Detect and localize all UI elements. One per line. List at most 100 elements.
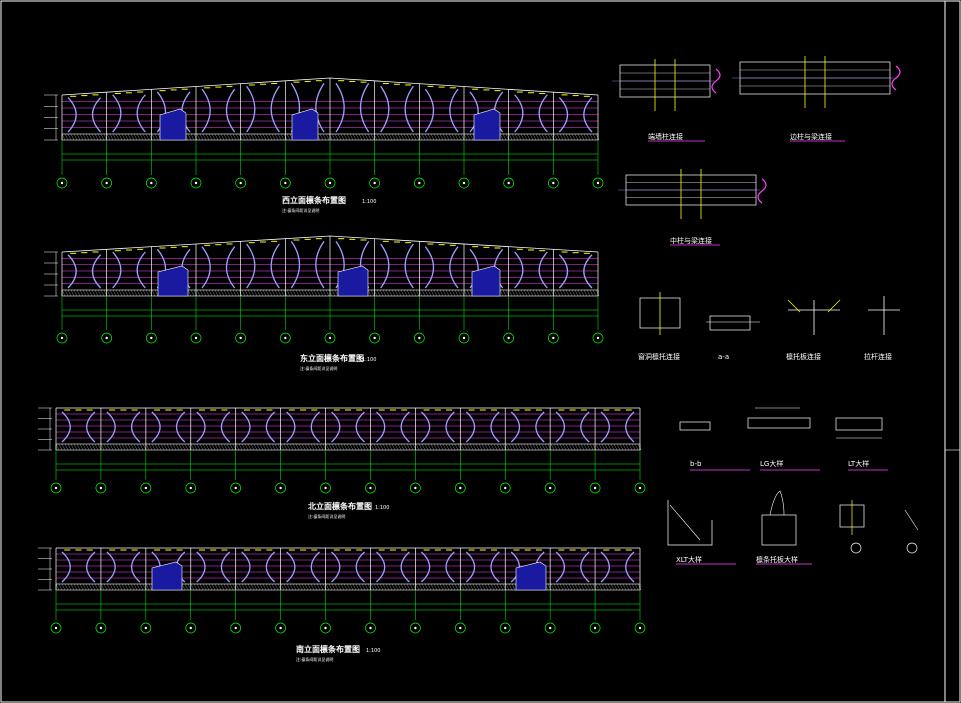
base-hatch [553, 583, 558, 591]
base-hatch [154, 133, 159, 141]
base-hatch [304, 443, 309, 451]
base-hatch [337, 583, 342, 591]
base-hatch [274, 289, 279, 297]
elevation-east [44, 235, 604, 344]
axis-bubble-dot [548, 486, 552, 490]
base-hatch [559, 583, 564, 591]
base-hatch [79, 133, 84, 141]
base-hatch [346, 443, 351, 451]
base-hatch [355, 443, 360, 451]
base-hatch [514, 443, 519, 451]
base-hatch [400, 443, 405, 451]
base-hatch [577, 583, 582, 591]
base-hatch [457, 133, 462, 141]
base-hatch [169, 443, 174, 451]
elevation-title-east: 东立面檩条布置图 [300, 354, 364, 363]
base-hatch [352, 443, 357, 451]
base-hatch [70, 133, 75, 141]
door-opening [151, 561, 183, 591]
base-hatch [469, 133, 474, 141]
base-hatch [388, 443, 393, 451]
base-hatch [298, 443, 303, 451]
base-hatch [277, 289, 282, 297]
base-hatch [382, 443, 387, 451]
base-hatch [100, 133, 105, 141]
base-hatch [265, 583, 270, 591]
base-hatch [445, 583, 450, 591]
base-hatch [415, 133, 420, 141]
detail-title-7: 拉杆连接 [864, 353, 892, 361]
base-hatch [244, 443, 249, 451]
base-hatch [79, 289, 84, 297]
base-hatch [112, 583, 117, 591]
base-hatch [367, 289, 372, 297]
base-hatch [289, 443, 294, 451]
base-hatch [325, 443, 330, 451]
axis-bubble [503, 332, 515, 344]
base-hatch [295, 289, 300, 297]
base-hatch [220, 583, 225, 591]
base-hatch [205, 289, 210, 297]
break-symbol [891, 65, 901, 91]
axis-bubble [185, 482, 197, 494]
axis-bubble [185, 622, 197, 634]
base-hatch [190, 583, 195, 591]
wall-brace [331, 411, 365, 443]
base-hatch [520, 133, 525, 141]
base-hatch [418, 443, 423, 451]
elevation-title-south: 南立面檩条布置图 [296, 645, 360, 654]
wall-brace [112, 251, 146, 289]
base-hatch [217, 289, 222, 297]
base-hatch [241, 583, 246, 591]
base-hatch [511, 583, 516, 591]
base-hatch [514, 133, 519, 141]
base-hatch [403, 289, 408, 297]
base-hatch [193, 583, 198, 591]
axis-bubble [592, 177, 604, 189]
base-hatch [529, 289, 534, 297]
base-hatch [124, 289, 129, 297]
wall-brace [196, 551, 231, 583]
base-hatch [394, 289, 399, 297]
base-hatch [133, 289, 138, 297]
base-hatch [271, 583, 276, 591]
base-hatch [205, 443, 210, 451]
base-hatch [535, 289, 540, 297]
base-hatch [505, 583, 510, 591]
axis-bubble-dot [239, 336, 242, 340]
base-hatch [133, 583, 138, 591]
base-hatch [442, 443, 447, 451]
base-hatch [223, 583, 228, 591]
base-hatch [301, 443, 306, 451]
base-hatch [619, 583, 624, 591]
base-hatch [127, 443, 132, 451]
axis-bubble [544, 622, 556, 634]
base-hatch [256, 133, 261, 141]
base-hatch [73, 583, 78, 591]
wall-brace [331, 551, 365, 583]
base-hatch [424, 583, 429, 591]
base-hatch [295, 443, 300, 451]
base-hatch [307, 443, 312, 451]
base-hatch [319, 583, 324, 591]
axis-bubble-dot [552, 336, 555, 340]
base-hatch [622, 583, 627, 591]
axis-bubble [365, 482, 376, 494]
base-hatch [244, 289, 249, 297]
base-hatch [463, 289, 468, 297]
base-hatch [565, 443, 570, 451]
door-opening [471, 265, 501, 297]
base-hatch [214, 289, 219, 297]
axis-bubble [499, 482, 511, 494]
base-hatch [55, 443, 60, 451]
axis-bubble-dot [105, 336, 108, 340]
base-hatch [535, 443, 540, 451]
detail-title-3: 中柱与梁连接 [670, 237, 712, 245]
base-hatch [100, 583, 105, 591]
wall-brace [61, 551, 96, 583]
rod-line [827, 299, 841, 313]
base-hatch [577, 443, 582, 451]
elevation-scale-west: 1:100 [362, 199, 377, 205]
base-hatch [556, 289, 561, 297]
section-bubble [850, 542, 862, 554]
